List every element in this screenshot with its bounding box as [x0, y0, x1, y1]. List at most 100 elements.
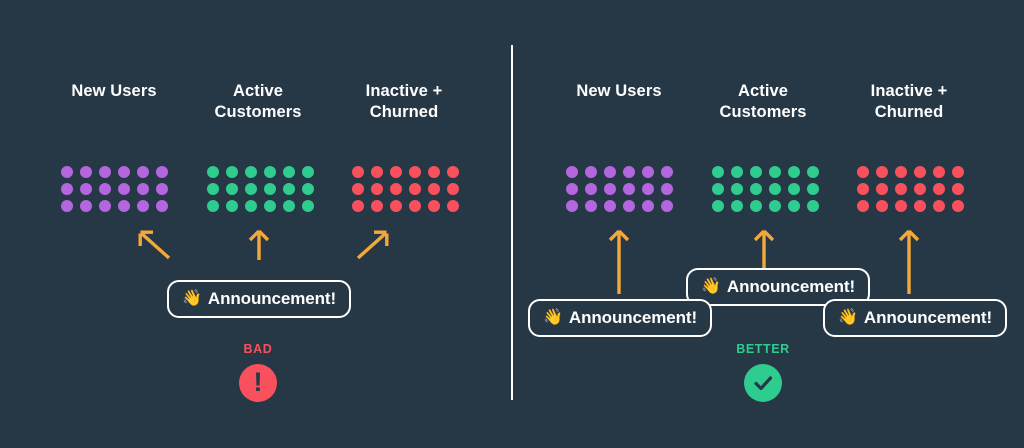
dot-inactive-churned	[390, 166, 402, 178]
arrow-up-left-new-users	[138, 230, 172, 260]
column-header-active-customers: Active Customers	[197, 81, 319, 123]
dot-new-users	[604, 200, 616, 212]
dot-inactive-churned	[857, 166, 869, 178]
dot-new-users	[661, 166, 673, 178]
dot-inactive-churned	[447, 200, 459, 212]
dot-new-users	[80, 183, 92, 195]
dot-inactive-churned	[428, 200, 440, 212]
dot-active-customers	[769, 200, 781, 212]
announcement-pill-shared[interactable]: 👋 Announcement!	[167, 280, 352, 318]
column-header-active-customers-line2: Customers	[214, 103, 302, 121]
dot-inactive-churned	[914, 200, 926, 212]
dot-new-users	[99, 183, 111, 195]
waving-hand-icon: 👋	[182, 289, 202, 307]
dot-new-users	[137, 200, 149, 212]
check-glyph	[754, 376, 773, 391]
verdict-label-bad: BAD	[243, 342, 273, 356]
dot-active-customers	[207, 166, 219, 178]
dot-new-users	[118, 166, 130, 178]
dot-active-customers	[807, 183, 819, 195]
dot-inactive-churned	[857, 183, 869, 195]
arrow-up-inactive-churned-right	[898, 229, 920, 295]
dot-active-customers	[731, 183, 743, 195]
bad-approach-panel: New Users Active Customers Inactive + Ch…	[0, 0, 511, 448]
dot-new-users	[137, 166, 149, 178]
dot-new-users	[118, 200, 130, 212]
check-icon	[744, 364, 782, 402]
column-header-inactive-churned-line2: Churned	[369, 103, 439, 121]
announcement-pill-new-users[interactable]: 👋 Announcement!	[528, 299, 713, 337]
dot-inactive-churned	[352, 183, 364, 195]
dot-active-customers	[245, 183, 257, 195]
dot-active-customers	[750, 183, 762, 195]
dot-inactive-churned	[952, 183, 964, 195]
dot-active-customers	[750, 200, 762, 212]
exclamation-glyph: !	[253, 366, 263, 397]
dot-active-customers	[283, 166, 295, 178]
dot-grid-active-customers	[207, 166, 321, 217]
panel-divider	[511, 45, 513, 400]
dot-inactive-churned	[447, 166, 459, 178]
dot-new-users	[642, 166, 654, 178]
dot-active-customers	[226, 166, 238, 178]
arrow-up-active-customers-right	[753, 229, 775, 269]
dot-active-customers	[712, 166, 724, 178]
dot-active-customers	[245, 200, 257, 212]
dot-inactive-churned	[876, 166, 888, 178]
dot-active-customers	[731, 200, 743, 212]
dot-active-customers	[302, 200, 314, 212]
dot-inactive-churned	[371, 183, 383, 195]
dot-grid-new-users	[61, 166, 175, 217]
dot-inactive-churned	[428, 166, 440, 178]
dot-inactive-churned	[895, 200, 907, 212]
dot-active-customers	[207, 200, 219, 212]
column-header-inactive-churned-line1: Inactive +	[365, 82, 443, 100]
dot-new-users	[61, 200, 73, 212]
dot-inactive-churned	[409, 166, 421, 178]
dot-new-users	[604, 166, 616, 178]
dot-new-users	[61, 166, 73, 178]
dot-inactive-churned	[952, 200, 964, 212]
arrow-up-active-customers	[248, 229, 270, 261]
column-header-inactive-churned-right-line2: Churned	[874, 103, 944, 121]
better-approach-panel: New Users Active Customers Inactive + Ch…	[513, 0, 1024, 448]
announcement-label: Announcement!	[568, 308, 698, 327]
announcement-pill-inactive-churned[interactable]: 👋 Announcement!	[823, 299, 1008, 337]
verdict-label-better: BETTER	[736, 342, 790, 356]
dot-new-users	[156, 183, 168, 195]
arrow-up-right-inactive-churned	[355, 230, 389, 260]
dot-inactive-churned	[895, 166, 907, 178]
verdict-better: BETTER	[703, 342, 823, 402]
dot-new-users	[604, 183, 616, 195]
column-header-new-users-right-line1: New Users	[576, 82, 662, 100]
dot-inactive-churned	[371, 200, 383, 212]
dot-new-users	[566, 166, 578, 178]
dot-active-customers	[788, 200, 800, 212]
dot-new-users	[566, 183, 578, 195]
dot-new-users	[118, 183, 130, 195]
dot-new-users	[585, 183, 597, 195]
verdict-bad: BAD !	[198, 342, 318, 402]
waving-hand-icon: 👋	[543, 308, 563, 326]
dot-inactive-churned	[390, 200, 402, 212]
dot-new-users	[137, 183, 149, 195]
column-header-active-customers-right-line2: Customers	[719, 103, 807, 121]
dot-active-customers	[283, 200, 295, 212]
announcement-label: Announcement!	[207, 289, 337, 308]
dot-active-customers	[264, 200, 276, 212]
dot-inactive-churned	[409, 200, 421, 212]
dot-new-users	[661, 200, 673, 212]
dot-grid-inactive-churned-right	[857, 166, 971, 217]
dot-active-customers	[226, 200, 238, 212]
dot-new-users	[99, 166, 111, 178]
column-header-inactive-churned-right: Inactive + Churned	[848, 81, 970, 123]
dot-new-users	[99, 200, 111, 212]
dot-new-users	[156, 166, 168, 178]
dot-active-customers	[264, 166, 276, 178]
dot-active-customers	[788, 183, 800, 195]
column-header-inactive-churned-right-line1: Inactive +	[870, 82, 948, 100]
dot-active-customers	[769, 183, 781, 195]
announcement-pill-active-customers[interactable]: 👋 Announcement!	[686, 268, 871, 306]
dot-active-customers	[788, 166, 800, 178]
